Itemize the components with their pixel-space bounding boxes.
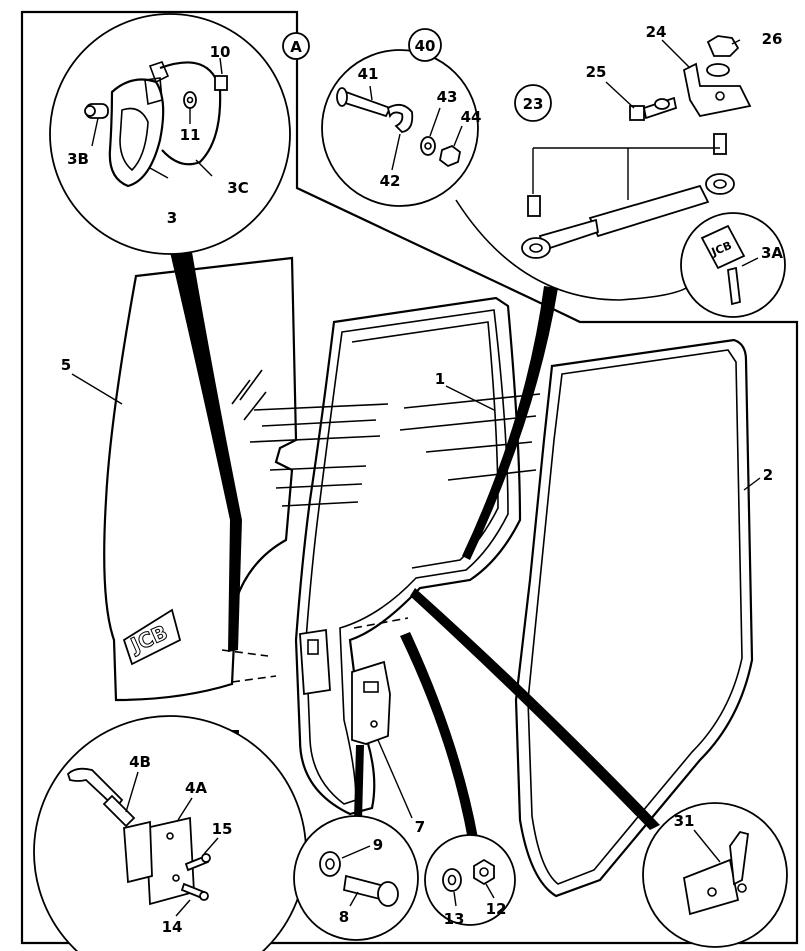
detail-circle-latch: 4B 4A 15 14 — [33, 715, 307, 951]
callout-3a: 3A — [761, 244, 783, 262]
callout-14: 14 — [162, 918, 183, 936]
callout-3: 3 — [167, 209, 177, 227]
callout-9: 9 — [373, 836, 383, 854]
svg-text:40: 40 — [415, 37, 436, 55]
callout-40: 40 — [408, 28, 442, 62]
callout-11: 11 — [180, 126, 201, 144]
callout-3c: 3C — [227, 179, 248, 197]
callout-12: 12 — [486, 900, 507, 918]
gas-strut-assembly: 23 24 25 26 — [455, 23, 783, 301]
latch-7: 7 — [351, 660, 425, 836]
detail-circle-40: 40 41 42 43 44 — [321, 28, 482, 207]
callout-5: 5 — [61, 356, 71, 374]
connector-band-13 — [400, 632, 478, 840]
detail-circle-bolt: 9 8 — [293, 815, 419, 941]
callout-43: 43 — [437, 88, 458, 106]
section-marker-a: A — [282, 32, 310, 60]
glass-pane: JCB 5 — [61, 256, 298, 702]
callout-41: 41 — [358, 65, 379, 83]
callout-42: 42 — [380, 172, 401, 190]
callout-3b: 3B — [67, 150, 89, 168]
callout-4a: 4A — [185, 779, 207, 797]
callout-7: 7 — [415, 818, 425, 836]
callout-26: 26 — [762, 30, 783, 48]
callout-2: 2 — [763, 466, 773, 484]
callout-13: 13 — [444, 910, 465, 928]
connector-band-8 — [354, 745, 364, 820]
detail-circle-key: JCB 3A — [680, 212, 786, 318]
detail-circle-handle: 10 11 3B 3C 3 — [49, 13, 291, 255]
door-seal: 2 — [514, 338, 773, 898]
svg-text:A: A — [290, 38, 302, 56]
callout-31: 31 — [674, 812, 695, 830]
callout-1: 1 — [435, 370, 445, 388]
connector-band-handle — [170, 252, 242, 652]
connector-band-31 — [410, 588, 660, 830]
callout-23: 23 — [514, 84, 552, 122]
door-frame: 1 — [249, 296, 541, 816]
callout-44: 44 — [461, 108, 482, 126]
svg-text:23: 23 — [523, 95, 544, 113]
callout-15: 15 — [212, 820, 233, 838]
callout-10: 10 — [210, 43, 231, 61]
callout-24: 24 — [646, 23, 667, 41]
detail-circle-31: 31 — [642, 802, 788, 948]
detail-circle-nut: 13 12 — [424, 834, 516, 928]
callout-25: 25 — [586, 63, 607, 81]
callout-8: 8 — [339, 908, 349, 926]
callout-4b: 4B — [129, 753, 151, 771]
diagram-frame — [20, 10, 799, 945]
connector-band-strut — [462, 286, 558, 560]
